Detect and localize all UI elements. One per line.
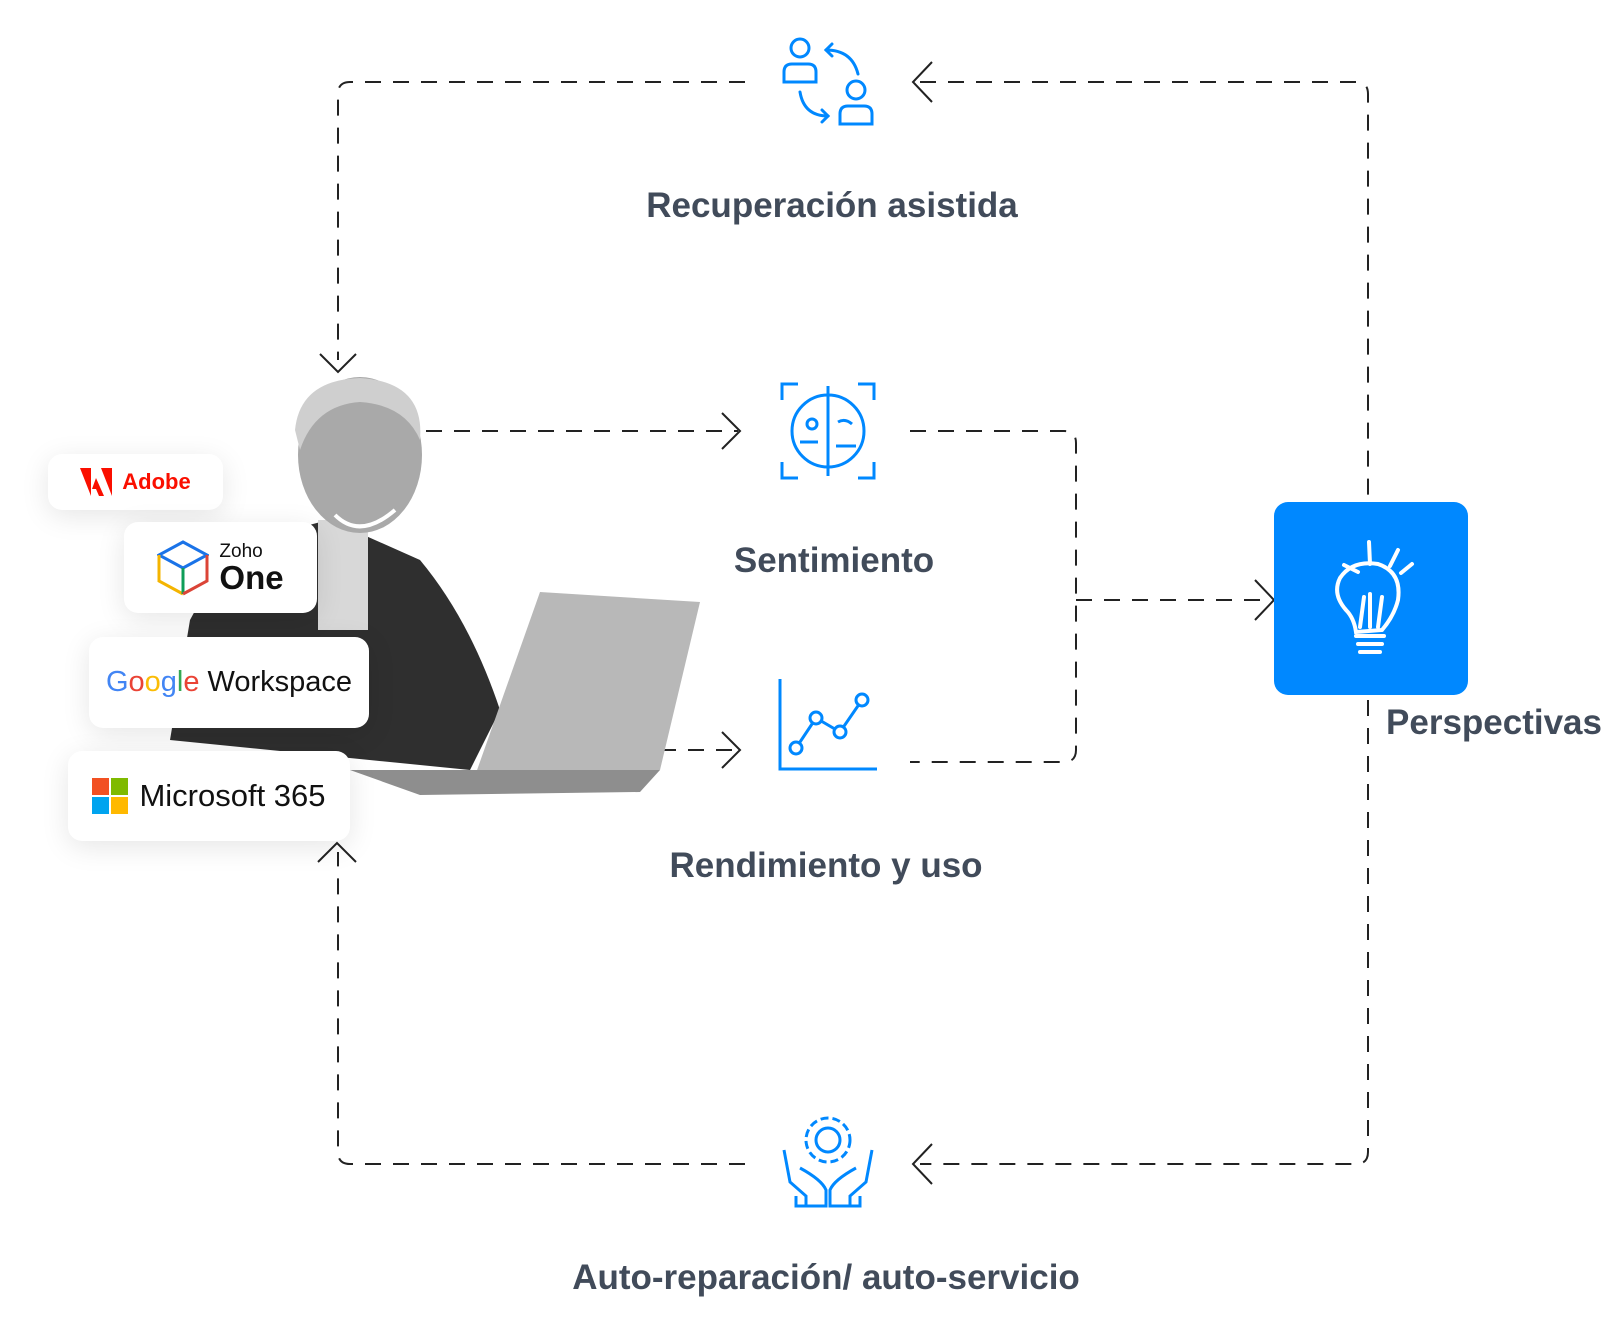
- microsoft-logo-icon: [92, 777, 129, 814]
- node-self-heal-label: Auto-reparación/ auto-servicio: [572, 1258, 1080, 1297]
- bottom-left-connector: [337, 852, 745, 1165]
- top-left-connector: [337, 81, 745, 360]
- google-letter: g: [160, 666, 177, 698]
- arrow-down-icon: [319, 353, 357, 374]
- google-letter: G: [105, 666, 129, 698]
- microsoft-label: Microsoft 365: [139, 778, 326, 813]
- app-card-zoho: Zoho One: [124, 522, 317, 613]
- node-sentiment-label: Sentimiento: [733, 541, 935, 580]
- google-logo: Google: [106, 666, 200, 699]
- arrow-up-icon: [317, 841, 357, 863]
- face-scan-icon: [780, 382, 876, 480]
- arrow-left-icon: [911, 61, 933, 103]
- google-letter: e: [183, 666, 200, 698]
- line-chart-icon: [778, 679, 877, 771]
- people-exchange-icon: [782, 37, 874, 126]
- node-insights-label: Perspectivas: [1386, 703, 1602, 742]
- workspace-label: Workspace: [207, 666, 353, 698]
- app-card-google-workspace: Google Workspace: [89, 637, 369, 728]
- zoho-wordmark: Zoho One: [219, 542, 283, 594]
- lightbulb-icon: [1335, 540, 1414, 654]
- arrow-right-icon: [721, 731, 742, 769]
- zoho-one-label: One: [219, 558, 284, 596]
- top-right-connector: [920, 81, 1369, 502]
- zoho-cube-icon: [157, 539, 210, 595]
- app-card-microsoft-365: Microsoft 365: [68, 751, 350, 841]
- node-performance-label: Rendimiento y uso: [669, 846, 983, 885]
- hands-gear-icon: [782, 1116, 874, 1208]
- google-letter: o: [144, 666, 161, 698]
- insights-box: [1274, 502, 1468, 695]
- node-assisted-recovery-label: Recuperación asistida: [646, 186, 1018, 225]
- google-letter: o: [128, 666, 145, 698]
- app-card-adobe: Adobe: [48, 454, 223, 510]
- adobe-label: Adobe: [122, 469, 191, 494]
- google-letter: l: [176, 666, 184, 698]
- right-bottom-connector: [920, 700, 1369, 1165]
- adobe-logo-icon: [80, 468, 113, 496]
- zoho-label: Zoho: [219, 540, 263, 562]
- sentiment-to-merge: [910, 430, 1077, 763]
- arrow-right-icon: [721, 412, 742, 450]
- arrow-left-icon: [911, 1143, 933, 1185]
